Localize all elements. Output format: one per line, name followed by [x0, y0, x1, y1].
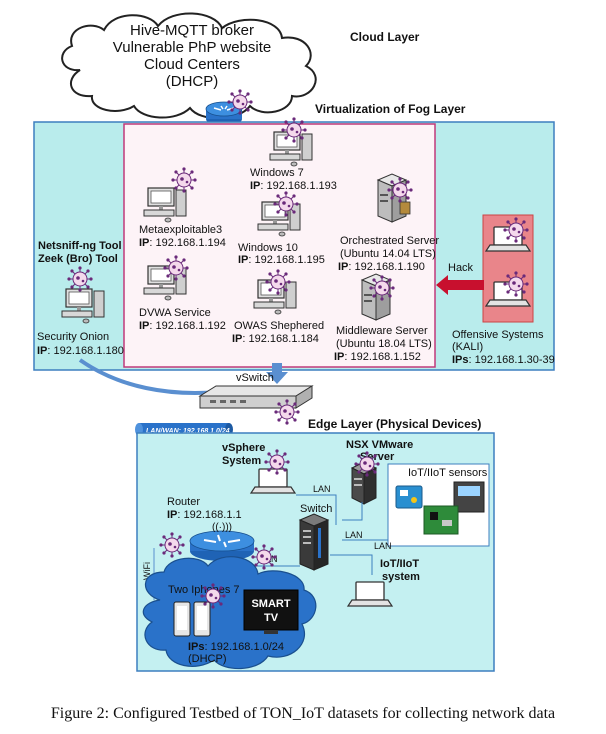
virus-icon: [66, 265, 94, 293]
hack-arrow: [436, 275, 484, 295]
figure-caption: Figure 2: Configured Testbed of TON_IoT …: [50, 705, 556, 722]
router-ip: IP: 192.168.1.1: [167, 509, 242, 521]
offensive-os: (KALI): [452, 341, 483, 353]
phones-name: Two Iphones 7: [168, 584, 240, 596]
iot-sensors-label: IoT/IIoT sensors: [408, 467, 488, 479]
orch-os: (Ubuntu 14.04 LTS): [340, 248, 436, 260]
virus-icon: [386, 176, 414, 204]
vsphere-line-2: System: [222, 455, 261, 467]
virus-icon: [273, 398, 301, 426]
server-icon: [360, 273, 392, 321]
cloud-line-1: Hive-MQTT broker: [130, 22, 254, 39]
edge-layer-title: Edge Layer (Physical Devices): [308, 417, 481, 431]
wireless-waves-icon: ((·))): [212, 522, 232, 533]
vsphere-line-1: vSphere: [222, 442, 265, 454]
orch-ip: IP: 192.168.1.190: [338, 261, 425, 273]
lan-label-2: LAN: [345, 530, 363, 540]
cloud-icon: [61, 12, 317, 120]
virus-icon: [170, 166, 198, 194]
cloud-line-4: (DHCP): [166, 73, 219, 90]
middleware-os: (Ubuntu 18.04 LTS): [336, 338, 432, 350]
vswitch-label: vSwitch: [236, 372, 274, 384]
switch-icon: [298, 513, 330, 571]
virus-icon: [502, 270, 530, 298]
cloud-line-3: Cloud Centers: [144, 56, 240, 73]
cloud-layer-title: Cloud Layer: [350, 30, 420, 44]
virus-icon: [502, 216, 530, 244]
dvwa-name: DVWA Service: [139, 307, 211, 319]
virus-icon: [158, 531, 186, 559]
virus-icon: [280, 116, 308, 144]
tool-netsniff: Netsniff-ng Tool: [38, 240, 122, 252]
meta-ip: IP: 192.168.1.194: [139, 237, 226, 249]
meta-name: Metaexploitable3: [139, 224, 222, 236]
router-icon: [189, 530, 255, 561]
phones-cloud: [142, 556, 317, 670]
phones-dhcp: (DHCP): [188, 653, 227, 665]
security-onion-link: [78, 358, 219, 395]
iot-system-line-2: system: [382, 571, 420, 583]
windows10-ip: IP: 192.168.1.195: [238, 254, 325, 266]
smart-tv-line-2: TV: [264, 612, 279, 624]
owas-ip: IP: 192.168.1.184: [232, 333, 319, 345]
tool-zeek: Zeek (Bro) Tool: [38, 253, 118, 265]
virus-icon: [162, 254, 190, 282]
owas-name: OWAS Shephered: [234, 320, 324, 332]
offensive-name: Offensive Systems: [452, 329, 544, 341]
orch-name: Orchestrated Server: [340, 235, 439, 247]
vswitch-arrow: [266, 363, 288, 384]
cloud-line-2: Vulnerable PhP website: [113, 39, 271, 56]
virus-icon: [353, 450, 381, 478]
windows7-name: Windows 7: [250, 167, 304, 179]
switch-icon: [198, 385, 314, 409]
fog-layer-title: Virtualization of Fog Layer: [315, 102, 466, 116]
wifi-label: WiFi: [142, 562, 152, 580]
lan-wan-label: LAN/WAN: 192.168.1.0/24: [146, 428, 230, 435]
tv-icon: [243, 589, 299, 634]
router-name: Router: [167, 496, 200, 508]
hack-label: Hack: [448, 262, 474, 274]
virus-icon: [272, 190, 300, 218]
virus-icon: [368, 274, 396, 302]
virus-icon: [226, 88, 254, 116]
offensive-ip: IPs: 192.168.1.30-39: [452, 354, 555, 366]
security-onion-ip: IP: 192.168.1.180: [37, 345, 124, 357]
phone-icon: [173, 601, 211, 637]
nsx-line-1: NSX VMware: [346, 439, 413, 451]
server-icon: [376, 173, 411, 223]
smart-tv-line-1: SMART: [251, 598, 290, 610]
iot-system-line-1: IoT/IIoT: [380, 558, 419, 570]
phones-ip: IPs: 192.168.1.0/24: [188, 641, 284, 653]
virus-icon: [264, 268, 292, 296]
virus-icon: [199, 582, 227, 610]
security-onion-name: Security Onion: [37, 331, 109, 343]
lan-label-3: LAN: [374, 541, 392, 551]
sensor-icon: [395, 481, 485, 535]
lan-label-1: LAN: [313, 484, 331, 494]
vm-host-box: [123, 123, 436, 368]
virus-icon: [263, 448, 291, 476]
middleware-ip: IP: 192.168.1.152: [334, 351, 421, 363]
dvwa-ip: IP: 192.168.1.192: [139, 320, 226, 332]
switch-label: Switch: [300, 503, 332, 515]
windows7-ip: IP: 192.168.1.193: [250, 180, 337, 192]
middleware-name: Middleware Server: [336, 325, 428, 337]
windows10-name: Windows 10: [238, 242, 298, 254]
